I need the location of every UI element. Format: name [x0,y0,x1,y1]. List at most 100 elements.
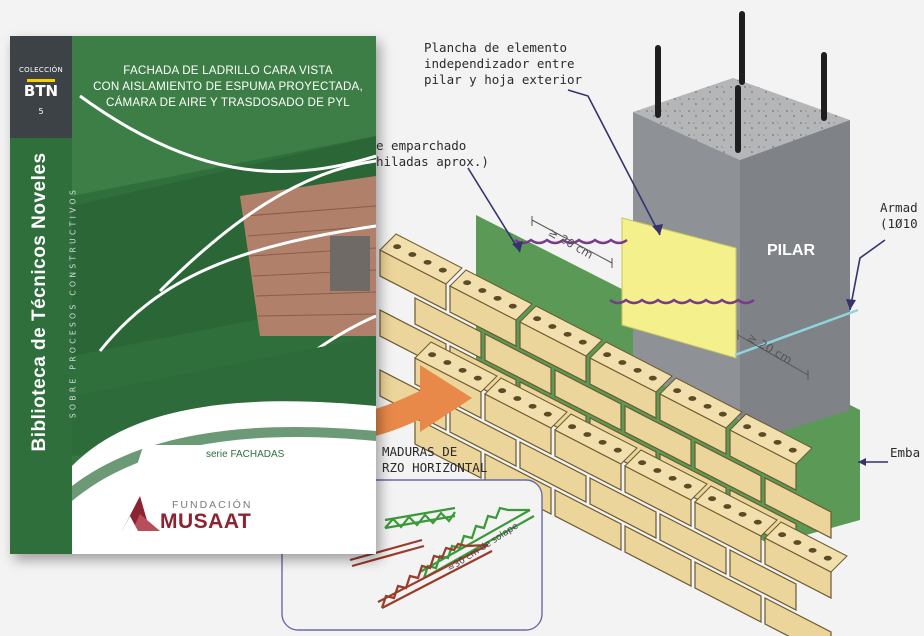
pilar-label: PILAR [767,242,815,259]
brick-hole [633,367,642,373]
brick-hole [738,511,747,517]
brick-hole [568,424,577,430]
brick [764,597,832,636]
brick-hole [708,496,717,502]
brick-hole [618,360,627,365]
brick [519,441,587,503]
btn-logo-bar [27,79,55,82]
brick [589,477,657,539]
brick-hole [773,439,782,445]
truss-red [349,538,493,609]
brick-hole [533,316,542,322]
plancha-label: Plancha de elemento independizador entre… [424,40,582,88]
emparchado-label: e emparchado hiladas aprox.) [376,138,489,170]
brick [449,405,517,467]
publisher-small: FUNDACIÓN [172,499,253,511]
armadura-label: Armad (1Ø10 [880,200,918,232]
leader-arrowheads [512,224,866,466]
brick-hole [648,375,657,381]
spine-title: Biblioteca de Técnicos Noveles [29,152,50,452]
brick-hole [438,267,447,273]
brick [694,561,762,623]
brick-hole [598,439,607,445]
brick-hole [578,339,587,345]
brick-hole [788,447,797,453]
series-label: serie FACHADAS [206,449,285,460]
book-title-line-1: FACHADA DE LADRILLO CARA VISTA [123,64,333,77]
brick [764,477,832,539]
brick-hole [513,396,522,401]
brick-hole [723,504,732,509]
brick-hole [638,460,647,466]
brick-hole [463,280,472,286]
brick [484,333,552,395]
btn-logo: BTN [10,79,72,100]
musaat-logo-mark [122,496,160,531]
spine-top [10,36,72,138]
plancha-line-1: Plancha de elemento [424,40,567,55]
brick-hole [688,396,697,401]
brick-hole [718,411,727,417]
brick-hole [543,411,552,417]
brick-hole [583,432,592,437]
btn-logo-text: BTN [23,82,59,100]
brick-hole [528,403,537,409]
armadura-line-1: Armad [880,200,918,215]
brick-hole [393,244,402,250]
brick-hole [423,259,432,265]
brick-hole [563,331,572,337]
spine-subtitle: SOBRE PROCESOS CONSTRUCTIVOS [68,186,78,419]
brick-hole [443,360,452,365]
book-cover: COLECCIÓN BTN 5 Biblioteca de Técnicos N… [10,36,376,554]
plancha-line-2: independizador entre [424,56,575,71]
brick-hole [473,375,482,381]
brick-hole [613,447,622,453]
horizontal-reinforcement [514,238,755,305]
brick-hole [478,288,487,293]
brick [554,369,622,431]
brick-hole [493,295,502,301]
plancha-line-3: pilar y hoja exterior [424,72,583,87]
brick-hole [778,532,787,538]
leader-lines [467,89,888,463]
brick-hole [653,468,662,473]
book-title: FACHADA DE LADRILLO CARA VISTA CON AISLA… [80,63,376,111]
btn-number: 5 [38,107,44,116]
brick-hole [753,519,762,525]
embarrado-label: Emba [890,445,921,460]
brick [694,441,762,503]
brick [624,405,692,467]
brick-hole [408,252,417,257]
armadura-line-2: (1Ø10 [880,216,918,231]
armaduras-line-2: RZO HORIZONTAL [382,460,488,475]
brick-hole [808,547,817,553]
brick [554,489,622,551]
brick-hole [743,424,752,430]
brick-hole [823,555,832,561]
brick-hole [548,324,557,329]
photo-brick-lines [244,205,376,317]
emparchado-line-1: e emparchado [376,138,467,153]
brick-hole [603,352,612,358]
brick [414,417,482,479]
publisher-name: MUSAAT [160,510,252,533]
brick [624,525,692,587]
rebar-tie [734,308,859,357]
brick-hole [508,303,517,309]
book-title-line-2: CON AISLAMIENTO DE ESPUMA PROYECTADA, [93,80,363,93]
book-title-line-3: CÁMARA DE AIRE Y TRASDOSADO DE PYL [106,96,350,109]
brick [414,297,482,359]
brick-hole [428,352,437,358]
brick-hole [758,432,767,437]
separator-plate [621,217,737,359]
brick-hole [498,388,507,394]
brick [729,549,797,611]
brick-hole [458,367,467,373]
armaduras-line-1: MADURAS DE [382,444,458,459]
emparchado-line-2: hiladas aprox.) [376,154,489,169]
brick-hole [793,540,802,545]
brick [659,513,727,575]
brick-hole [683,483,692,489]
